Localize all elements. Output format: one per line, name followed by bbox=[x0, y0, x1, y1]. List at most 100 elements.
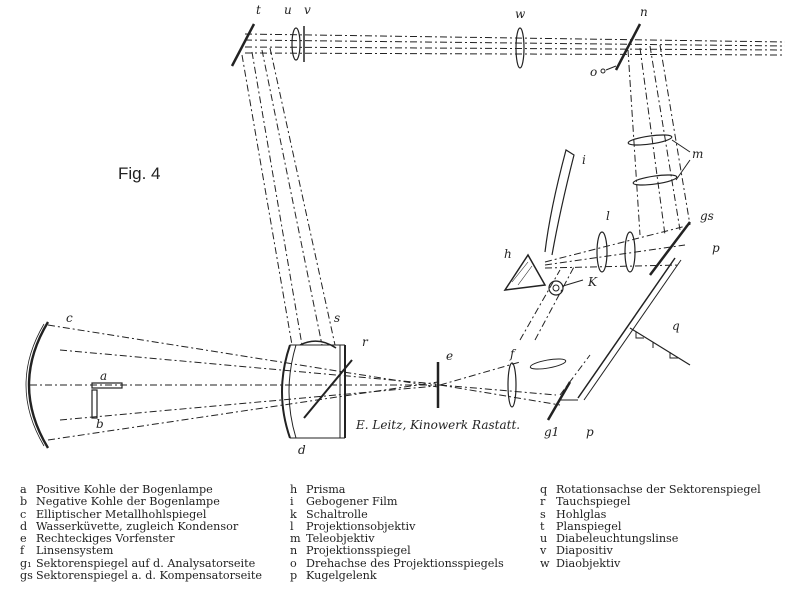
legend-item: v Diapositiv bbox=[540, 544, 761, 558]
legend-key: m bbox=[290, 532, 301, 546]
projection-mirror-n bbox=[614, 23, 642, 71]
main-beam bbox=[30, 324, 440, 441]
prism-h bbox=[503, 253, 547, 291]
legend-item: g₁ Sektorenspiegel auf d. Analysatorseite bbox=[20, 556, 262, 570]
legend-key: n bbox=[290, 544, 298, 558]
legend-key: t bbox=[540, 519, 545, 533]
legend-key: h bbox=[290, 483, 298, 496]
legend-text: Positive Kohle der Bogenlampe bbox=[36, 483, 213, 496]
legend-item: c Elliptischer Metallhohlspiegel bbox=[20, 507, 262, 521]
label-r: r bbox=[362, 335, 369, 349]
label-d: d bbox=[298, 443, 306, 457]
label-v: v bbox=[304, 3, 311, 17]
water-cuvette-d bbox=[281, 344, 346, 439]
legend-key: u bbox=[540, 532, 548, 546]
label-f: f bbox=[509, 347, 517, 361]
legend-column-1: a Positive Kohle der Bogenlampe b Negative… bbox=[20, 483, 262, 583]
legend-key: s bbox=[540, 507, 546, 521]
optical-diagram-svg: t u v w n o m i l gs h K p q c a b s r d… bbox=[25, 3, 786, 457]
vertical-beam bbox=[627, 44, 691, 236]
legend-text: Hohlglas bbox=[556, 507, 607, 521]
positive-carbon-a bbox=[91, 382, 123, 389]
negative-carbon-b bbox=[91, 389, 98, 419]
label-q: q bbox=[672, 319, 680, 333]
legend-key: b bbox=[20, 495, 28, 509]
legend-text: Prisma bbox=[306, 483, 346, 496]
legend-key: c bbox=[20, 507, 27, 521]
curved-film-i bbox=[544, 149, 575, 256]
hollow-glass-s bbox=[299, 340, 337, 349]
legend-item: m Teleobjektiv bbox=[290, 532, 504, 546]
plane-mirror-t bbox=[230, 23, 256, 67]
label-g1: g1 bbox=[544, 425, 559, 439]
legend-text: Projektionsspiegel bbox=[306, 544, 411, 558]
label-n: n bbox=[640, 5, 648, 19]
secondary-beam bbox=[439, 264, 591, 406]
label-i: i bbox=[582, 153, 586, 167]
label-K: K bbox=[587, 275, 598, 289]
label-t: t bbox=[256, 3, 261, 17]
legend-text: Linsensystem bbox=[36, 544, 114, 558]
legend-text: Gebogener Film bbox=[306, 495, 398, 509]
legend-key: gs bbox=[20, 569, 33, 583]
legend-text: Teleobjektiv bbox=[306, 532, 375, 546]
legend-key: i bbox=[290, 495, 294, 509]
legend-item: l Projektionsobjektiv bbox=[290, 519, 504, 533]
label-o: o bbox=[590, 65, 597, 79]
legend-text: Diapositiv bbox=[556, 544, 613, 558]
dip-mirror-r bbox=[303, 359, 353, 419]
legend-text: Planspiegel bbox=[556, 519, 622, 533]
slide-illumination-lens-u bbox=[291, 27, 301, 61]
label-l: l bbox=[606, 209, 610, 223]
lens-system-f bbox=[507, 362, 517, 408]
legend-text: Negative Kohle der Bogenlampe bbox=[36, 495, 220, 509]
sprocket-k bbox=[548, 280, 564, 296]
label-gs: gs bbox=[700, 209, 714, 223]
legend-item: k Schaltrolle bbox=[290, 507, 504, 521]
label-p-top: p bbox=[712, 241, 720, 255]
legend-text: Schaltrolle bbox=[306, 507, 368, 521]
figure-title: Fig. 4 bbox=[118, 164, 161, 183]
legend-text: Diabeleuchtungslinse bbox=[556, 532, 679, 546]
legend-key: l bbox=[290, 519, 294, 533]
legend-text: Elliptischer Metallhohlspiegel bbox=[36, 507, 207, 521]
rotation-axis-q bbox=[577, 257, 691, 401]
diagonal-beam bbox=[241, 47, 336, 346]
credit-line: E. Leitz, Kinowerk Rastatt. bbox=[356, 418, 521, 432]
legend-item: u Diabeleuchtungslinse bbox=[540, 532, 761, 546]
elliptic-mirror-c bbox=[27, 321, 50, 449]
sector-mirror-gs bbox=[649, 221, 691, 276]
projection-beam bbox=[544, 224, 691, 269]
legend-text: Drehachse des Projektionsspiegels bbox=[306, 556, 504, 570]
tele-objective-m bbox=[627, 134, 673, 146]
projection-objective-l bbox=[596, 231, 608, 273]
legend-text: Sektorenspiegel a. d. Kompensatorseite bbox=[36, 569, 262, 583]
label-m: m bbox=[692, 147, 703, 161]
label-c: c bbox=[66, 311, 73, 325]
legend-key: e bbox=[20, 532, 27, 546]
legend-text: Tauchspiegel bbox=[556, 495, 631, 509]
legend-key: d bbox=[20, 519, 28, 533]
legend-text: Rechteckiges Vorfenster bbox=[36, 532, 175, 546]
legend-item: h Prisma bbox=[290, 483, 504, 496]
legend-text: Projektionsobjektiv bbox=[306, 519, 416, 533]
legend-key: k bbox=[290, 507, 297, 521]
legend-item: a Positive Kohle der Bogenlampe bbox=[20, 483, 262, 496]
slide-objective-w bbox=[515, 27, 525, 69]
legend-key: a bbox=[20, 483, 27, 496]
label-u: u bbox=[284, 3, 292, 17]
label-e: e bbox=[446, 349, 453, 363]
legend-text: Sektorenspiegel auf d. Analysatorseite bbox=[36, 556, 256, 570]
sector-mirror-g1 bbox=[546, 381, 572, 421]
legend-key: r bbox=[540, 495, 546, 509]
legend-item: r Tauchspiegel bbox=[540, 495, 761, 509]
legend-key: o bbox=[290, 556, 297, 570]
legend-key: v bbox=[540, 544, 547, 558]
top-beam bbox=[244, 33, 786, 56]
label-b: b bbox=[96, 417, 104, 431]
legend-item: e Rechteckiges Vorfenster bbox=[20, 532, 262, 546]
legend-item: o Drehachse des Projektionsspiegels bbox=[290, 556, 504, 570]
legend-key: g₁ bbox=[20, 556, 32, 570]
